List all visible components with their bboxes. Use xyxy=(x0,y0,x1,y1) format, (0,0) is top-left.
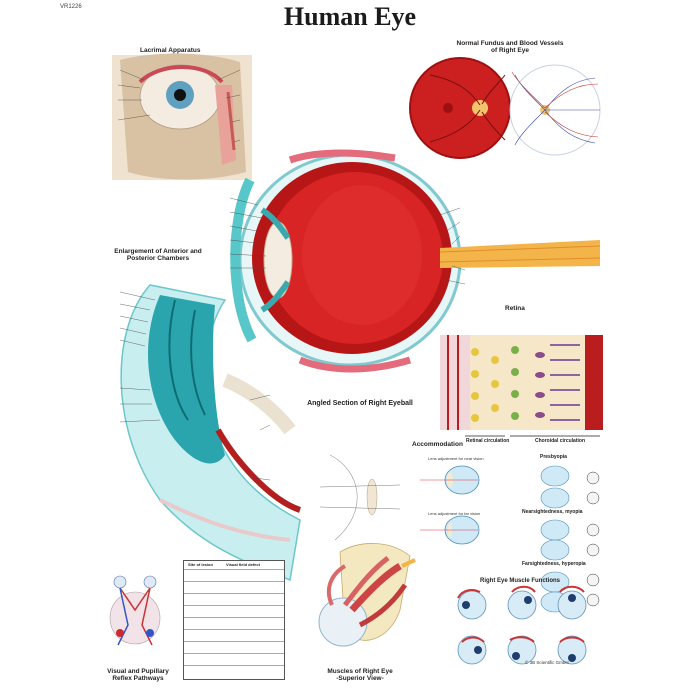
lens-far-label: Lens adjustment for far vision xyxy=(428,511,481,516)
fundus-title-line2: of Right Eye xyxy=(491,47,529,55)
table-header-site: Site of lesion xyxy=(188,562,213,567)
fundus-title: Normal Fundus and Blood Vessels of Right… xyxy=(450,40,570,55)
retinal-circulation-label: Retinal circulation xyxy=(466,438,510,444)
chambers-title-line1: Enlargement of Anterior and xyxy=(114,248,202,255)
table-row xyxy=(184,593,284,606)
muscle-function-illustration xyxy=(457,585,587,665)
table-row xyxy=(184,641,284,654)
presbyopia-title: Presbyopia xyxy=(540,454,567,460)
visual-pathways-line2: Reflex Pathways xyxy=(112,675,164,683)
table-row xyxy=(184,605,284,618)
table-row xyxy=(184,581,284,594)
lacrimal-illustration xyxy=(112,53,252,180)
eyeball-illustration xyxy=(229,149,601,373)
nearsightedness-title: Nearsightedness, myopia xyxy=(522,509,583,515)
retina-illustration xyxy=(440,335,603,437)
fundus-illustration xyxy=(409,57,601,159)
visual-field-table: Site of lesion Visual field defect xyxy=(183,560,285,680)
muscles-title: Muscles of Right Eye -Superior View- xyxy=(315,668,405,683)
muscle-functions-title: Right Eye Muscle Functions xyxy=(480,578,561,584)
accommodation-title: Accommodation xyxy=(412,441,463,448)
angled-section-title: Angled Section of Right Eyeball xyxy=(307,400,413,407)
table-row xyxy=(184,629,284,642)
chamber-illustration xyxy=(119,284,302,582)
retina-title: Retina xyxy=(505,305,525,312)
muscles-title-line1: Muscles of Right Eye xyxy=(327,668,393,675)
accommodation-illustration xyxy=(319,454,600,613)
visual-pathway-illustration xyxy=(109,575,161,646)
visual-pathways-title: Visual and Pupillary Reflex Pathways xyxy=(98,668,178,683)
table-row xyxy=(184,569,284,582)
visual-pathways-line1: Visual and Pupillary xyxy=(107,668,169,675)
chambers-title-line2: Posterior Chambers xyxy=(126,255,190,263)
fundus-title-line1: Normal Fundus and Blood Vessels xyxy=(456,40,564,47)
lacrimal-title: Lacrimal Apparatus xyxy=(140,47,201,54)
table-row xyxy=(184,617,284,630)
choroidal-circulation-label: Choroidal circulation xyxy=(535,438,586,444)
table-row xyxy=(184,653,284,666)
muscles-title-line2: -Superior View- xyxy=(336,675,384,683)
table-row xyxy=(184,665,284,678)
poster-title: Human Eye xyxy=(283,2,417,31)
muscles-illustration xyxy=(318,543,416,647)
lens-near-label: Lens adjustment for near vision xyxy=(428,456,484,461)
farsightedness-title: Farsightedness, hyperopia xyxy=(522,561,586,567)
poster-code: VR1226 xyxy=(60,4,82,10)
publisher-credit: © 3B Scientific GmbH xyxy=(525,660,569,665)
chambers-title: Enlargement of Anterior and Posterior Ch… xyxy=(98,248,218,263)
table-header-defect: Visual field defect xyxy=(226,562,260,567)
